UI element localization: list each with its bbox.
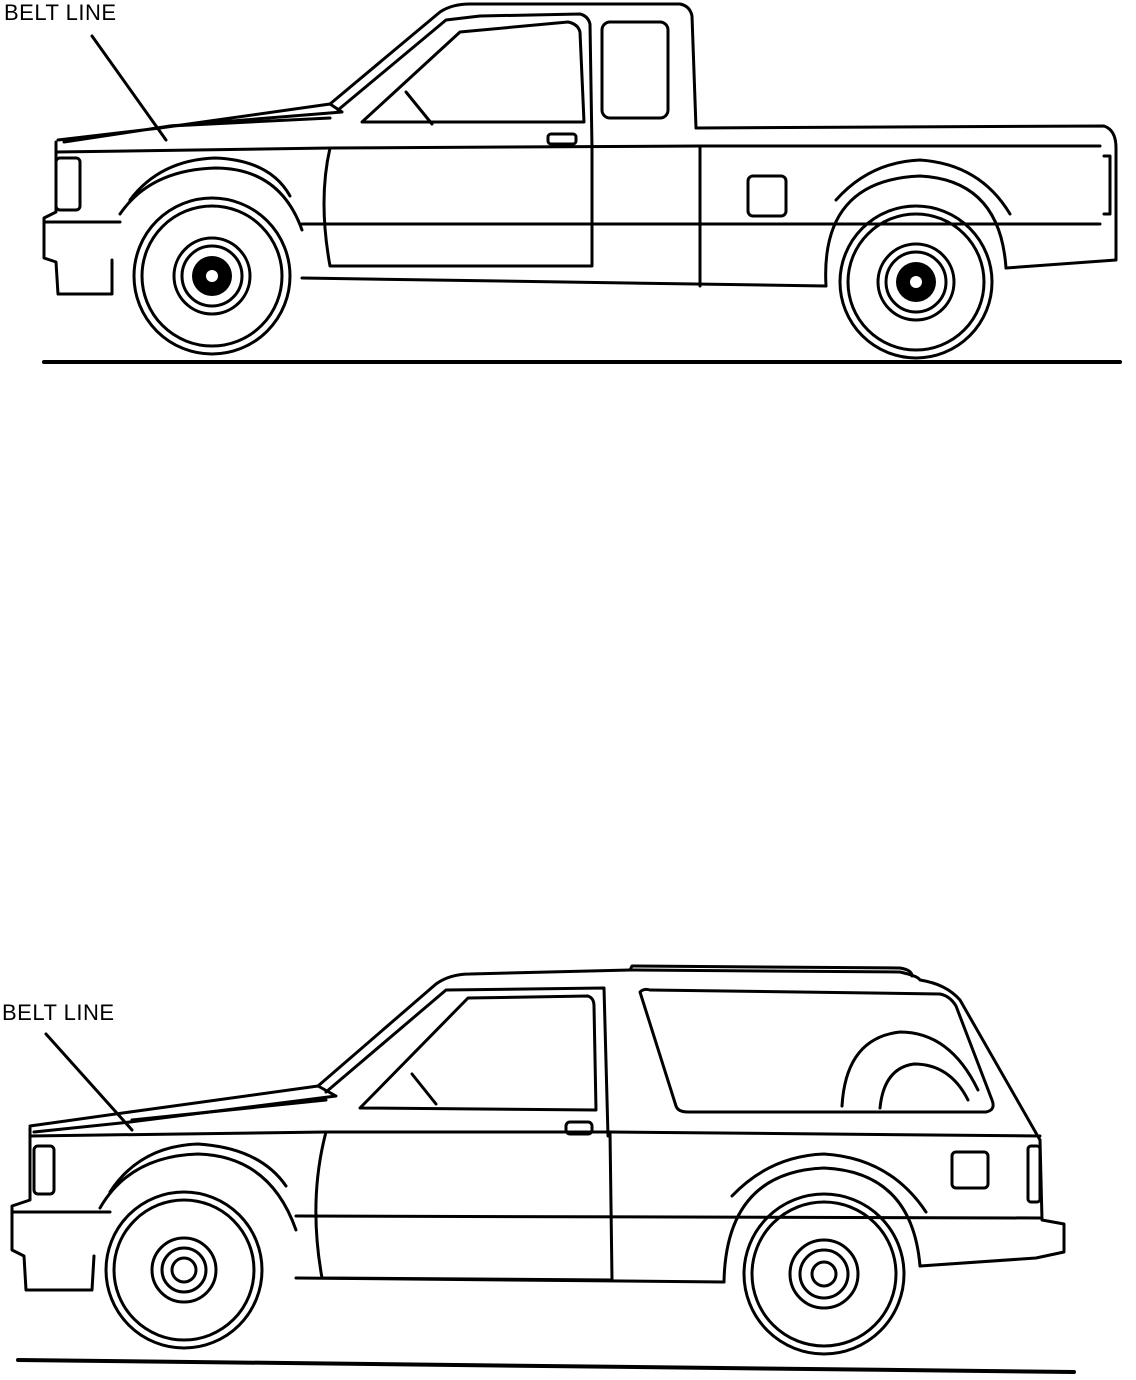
fuel-door (746, 174, 788, 218)
mirror-stalk (410, 1072, 438, 1106)
fuel-door (950, 1150, 990, 1190)
spare-tire-outline (840, 1030, 980, 1108)
hood-crease (130, 1098, 328, 1122)
rear-wheel-arch (824, 174, 1008, 288)
front-wheel-arch (118, 166, 304, 232)
belt-line-leader (90, 34, 168, 142)
spare-tire-inner (878, 1062, 970, 1110)
rear-end (918, 1138, 1066, 1268)
front-fender-crease (128, 156, 292, 202)
rear-wheel (838, 204, 994, 360)
tail-light (1102, 154, 1112, 216)
belt-line-label: BELT LINE (2, 1000, 115, 1025)
rear-fender-crease (834, 158, 1012, 216)
door-handle (546, 132, 578, 146)
roof-outline (316, 968, 1042, 1142)
side-window (358, 994, 598, 1112)
front-end (42, 140, 114, 296)
suv-diagram: BELT LINE (0, 960, 1136, 1380)
rocker-panel (294, 1276, 726, 1284)
headlight (32, 1144, 56, 1196)
lower-body-line (294, 1214, 1042, 1220)
rear-wheel-arch (722, 1166, 922, 1284)
headlight (54, 156, 82, 212)
front-wheel (132, 196, 292, 356)
body-belt-line (28, 1130, 1042, 1138)
door-window-frame (336, 12, 594, 150)
ground-line (16, 1358, 1076, 1374)
hood (28, 1084, 338, 1134)
door-handle (564, 1120, 594, 1136)
tail-light (1026, 1144, 1042, 1204)
side-window (360, 20, 586, 124)
bed-outline (694, 124, 1118, 270)
rocker-panel (300, 276, 828, 288)
front-end (10, 1126, 96, 1292)
rear-fender-crease (730, 1152, 928, 1214)
suv-drawing (10, 964, 1076, 1374)
rear-side-window (638, 987, 995, 1114)
door-outline (322, 146, 594, 268)
hood (56, 102, 344, 144)
belt-line-leader (44, 1032, 134, 1132)
roof-rack (628, 964, 914, 978)
door-window-frame (324, 986, 610, 1138)
pickup-truck-drawing (42, 2, 1122, 364)
cab-outline (328, 2, 698, 130)
door-outline (314, 1130, 614, 1282)
front-wheel-arch (98, 1152, 298, 1232)
front-wheel (104, 1190, 264, 1350)
front-fender-crease (108, 1142, 288, 1194)
pickup-truck-diagram: BELT LINE (0, 0, 1136, 380)
body-belt-line (54, 144, 1102, 154)
rear-wheel (742, 1192, 906, 1356)
hood-crease (168, 116, 332, 128)
mirror-stalk (404, 90, 434, 126)
belt-line-label: BELT LINE (4, 0, 117, 25)
rear-quarter-window (600, 20, 670, 120)
